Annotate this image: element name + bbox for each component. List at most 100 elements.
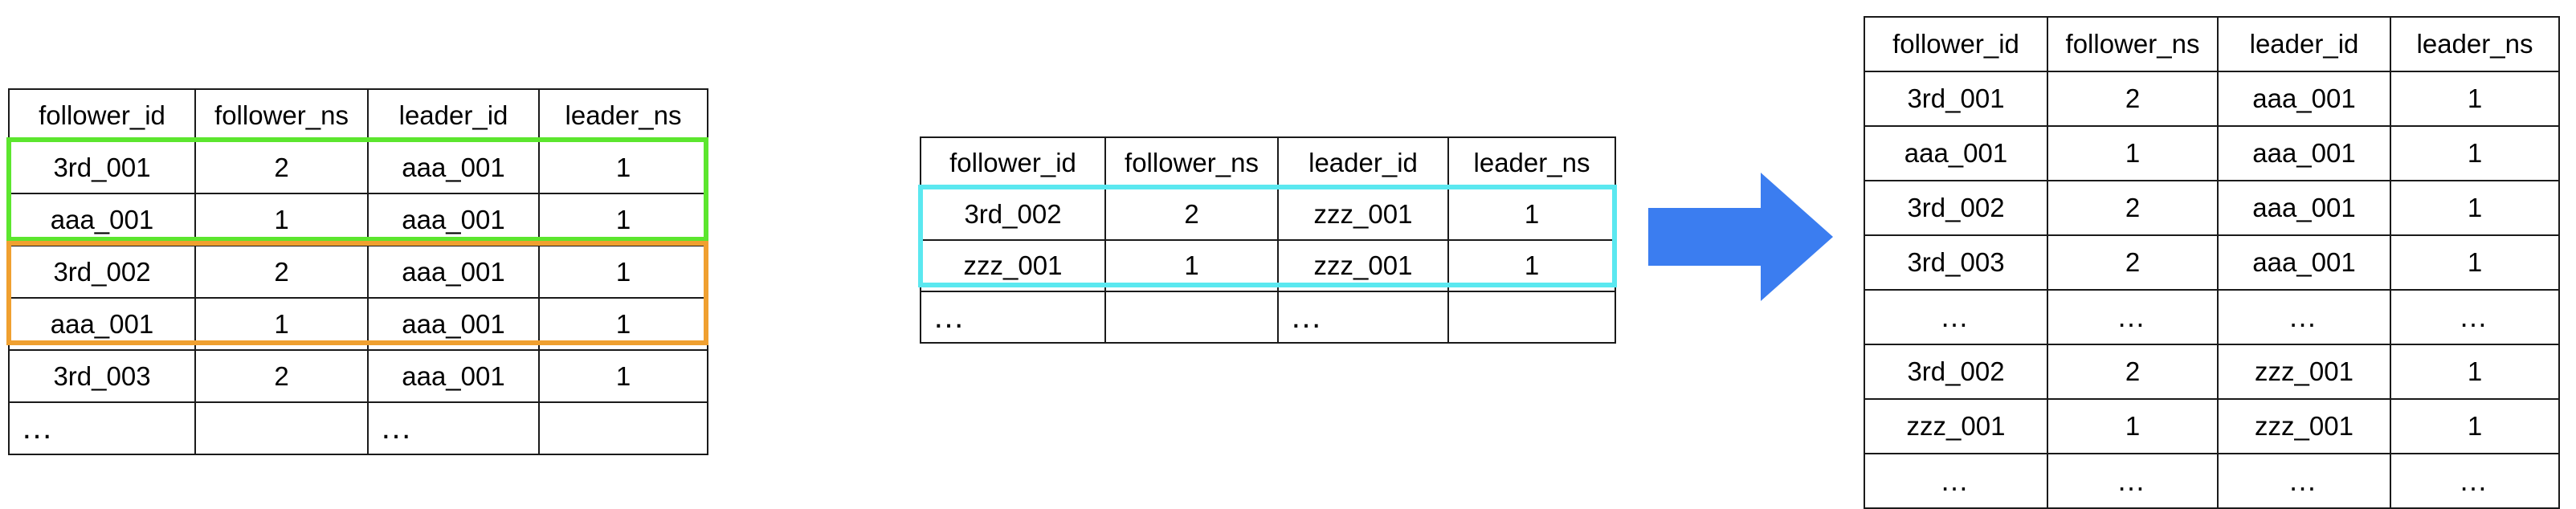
table-row: aaa_001 1 aaa_001 1 [1864,125,2560,181]
table-row: zzz_001 1 zzz_001 1 [920,239,1616,292]
cell-follower-id: 3rd_001 [1864,71,2048,127]
cell-follower-id: 3rd_003 [8,349,196,403]
table-row: 3rd_002 2 zzz_001 1 [1864,344,2560,400]
cell-follower-ns: 1 [194,297,369,351]
table-header-row: follower_id follower_ns leader_id leader… [1864,16,2560,72]
column-header-follower-id: follower_id [1864,16,2048,72]
column-header-leader-id: leader_id [1277,136,1449,189]
column-header-follower-id: follower_id [920,136,1106,189]
cell-follower-ns: 2 [194,245,369,299]
table-row-ellipsis: … … … … [1864,289,2560,345]
cell-leader-id: aaa_001 [367,193,540,246]
cell-leader-ns: 1 [1447,188,1616,241]
cell-ellipsis-leader-ns [1447,291,1616,344]
cell-ellipsis-leader-ns: … [2390,453,2560,509]
cell-leader-id: zzz_001 [2217,344,2391,400]
cell-leader-id: aaa_001 [367,349,540,403]
table-row: 3rd_002 2 zzz_001 1 [920,188,1616,241]
result-table: follower_id follower_ns leader_id leader… [1864,16,2560,509]
cell-follower-id: zzz_001 [1864,398,2048,454]
table-row: 3rd_002 2 aaa_001 1 [8,245,708,299]
cell-follower-id: aaa_001 [1864,125,2048,181]
cell-ellipsis-leader-ns [538,401,708,455]
cell-leader-id: zzz_001 [1277,188,1449,241]
cell-follower-id: 3rd_003 [1864,234,2048,291]
cell-follower-ns: 1 [1104,239,1279,292]
cell-leader-ns: 1 [538,140,708,194]
table-row-ellipsis: … … [920,291,1616,344]
cell-leader-id: aaa_001 [367,140,540,194]
column-header-leader-ns: leader_ns [538,88,708,142]
cell-leader-ns: 1 [538,297,708,351]
cell-follower-id: 3rd_001 [8,140,196,194]
cell-leader-id: aaa_001 [2217,234,2391,291]
cell-leader-ns: 1 [538,245,708,299]
cell-ellipsis-follower-ns [194,401,369,455]
table-header-row: follower_id follower_ns leader_id leader… [920,136,1616,189]
cell-ellipsis-follower-ns: … [2047,289,2219,345]
table-header-row: follower_id follower_ns leader_id leader… [8,88,708,142]
cell-follower-id: aaa_001 [8,297,196,351]
cell-ellipsis-follower-id: … [1864,453,2048,509]
table-row: 3rd_001 2 aaa_001 1 [8,140,708,194]
cell-follower-id: 3rd_002 [1864,180,2048,236]
column-header-follower-ns: follower_ns [2047,16,2219,72]
source-table-b: follower_id follower_ns leader_id leader… [920,136,1616,344]
cell-leader-id: aaa_001 [2217,125,2391,181]
table-row-ellipsis: … … … … [1864,453,2560,509]
cell-follower-ns: 2 [2047,180,2219,236]
cell-leader-id: zzz_001 [2217,398,2391,454]
cell-leader-id: aaa_001 [367,297,540,351]
cell-follower-id: 3rd_002 [920,188,1106,241]
table-row-ellipsis: … … [8,401,708,455]
cell-follower-id: 3rd_002 [8,245,196,299]
cell-follower-id: 3rd_002 [1864,344,2048,400]
cell-ellipsis-follower-id: … [8,401,196,455]
table-row: 3rd_002 2 aaa_001 1 [1864,180,2560,236]
cell-follower-ns: 1 [2047,125,2219,181]
flow-arrow-icon [1648,173,1833,301]
table-row: 3rd_001 2 aaa_001 1 [1864,71,2560,127]
cell-leader-ns: 1 [538,193,708,246]
table-row: 3rd_003 2 aaa_001 1 [1864,234,2560,291]
cell-ellipsis-follower-id: … [1864,289,2048,345]
cell-ellipsis-leader-id: … [2217,453,2391,509]
cell-ellipsis-follower-ns: … [2047,453,2219,509]
cell-follower-id: aaa_001 [8,193,196,246]
cell-leader-id: zzz_001 [1277,239,1449,292]
table-row: aaa_001 1 aaa_001 1 [8,193,708,246]
cell-follower-ns: 2 [2047,344,2219,400]
column-header-leader-id: leader_id [2217,16,2391,72]
cell-leader-id: aaa_001 [367,245,540,299]
cell-leader-ns: 1 [2390,125,2560,181]
table-row: zzz_001 1 zzz_001 1 [1864,398,2560,454]
cell-leader-ns: 1 [2390,234,2560,291]
cell-leader-ns: 1 [2390,344,2560,400]
table-row: 3rd_003 2 aaa_001 1 [8,349,708,403]
column-header-leader-ns: leader_ns [1447,136,1616,189]
column-header-follower-id: follower_id [8,88,196,142]
cell-leader-ns: 1 [2390,180,2560,236]
cell-follower-ns: 2 [2047,71,2219,127]
cell-leader-id: aaa_001 [2217,180,2391,236]
cell-follower-ns: 2 [1104,188,1279,241]
table-row: aaa_001 1 aaa_001 1 [8,297,708,351]
column-header-leader-ns: leader_ns [2390,16,2560,72]
cell-ellipsis-leader-ns: … [2390,289,2560,345]
cell-ellipsis-leader-id: … [2217,289,2391,345]
cell-leader-ns: 1 [1447,239,1616,292]
cell-ellipsis-follower-id: … [920,291,1106,344]
column-header-leader-id: leader_id [367,88,540,142]
cell-follower-id: zzz_001 [920,239,1106,292]
cell-leader-ns: 1 [538,349,708,403]
cell-ellipsis-follower-ns [1104,291,1279,344]
cell-leader-id: aaa_001 [2217,71,2391,127]
cell-ellipsis-leader-id: … [1277,291,1449,344]
cell-ellipsis-leader-id: … [367,401,540,455]
column-header-follower-ns: follower_ns [1104,136,1279,189]
column-header-follower-ns: follower_ns [194,88,369,142]
cell-follower-ns: 2 [2047,234,2219,291]
cell-leader-ns: 1 [2390,398,2560,454]
cell-follower-ns: 2 [194,349,369,403]
